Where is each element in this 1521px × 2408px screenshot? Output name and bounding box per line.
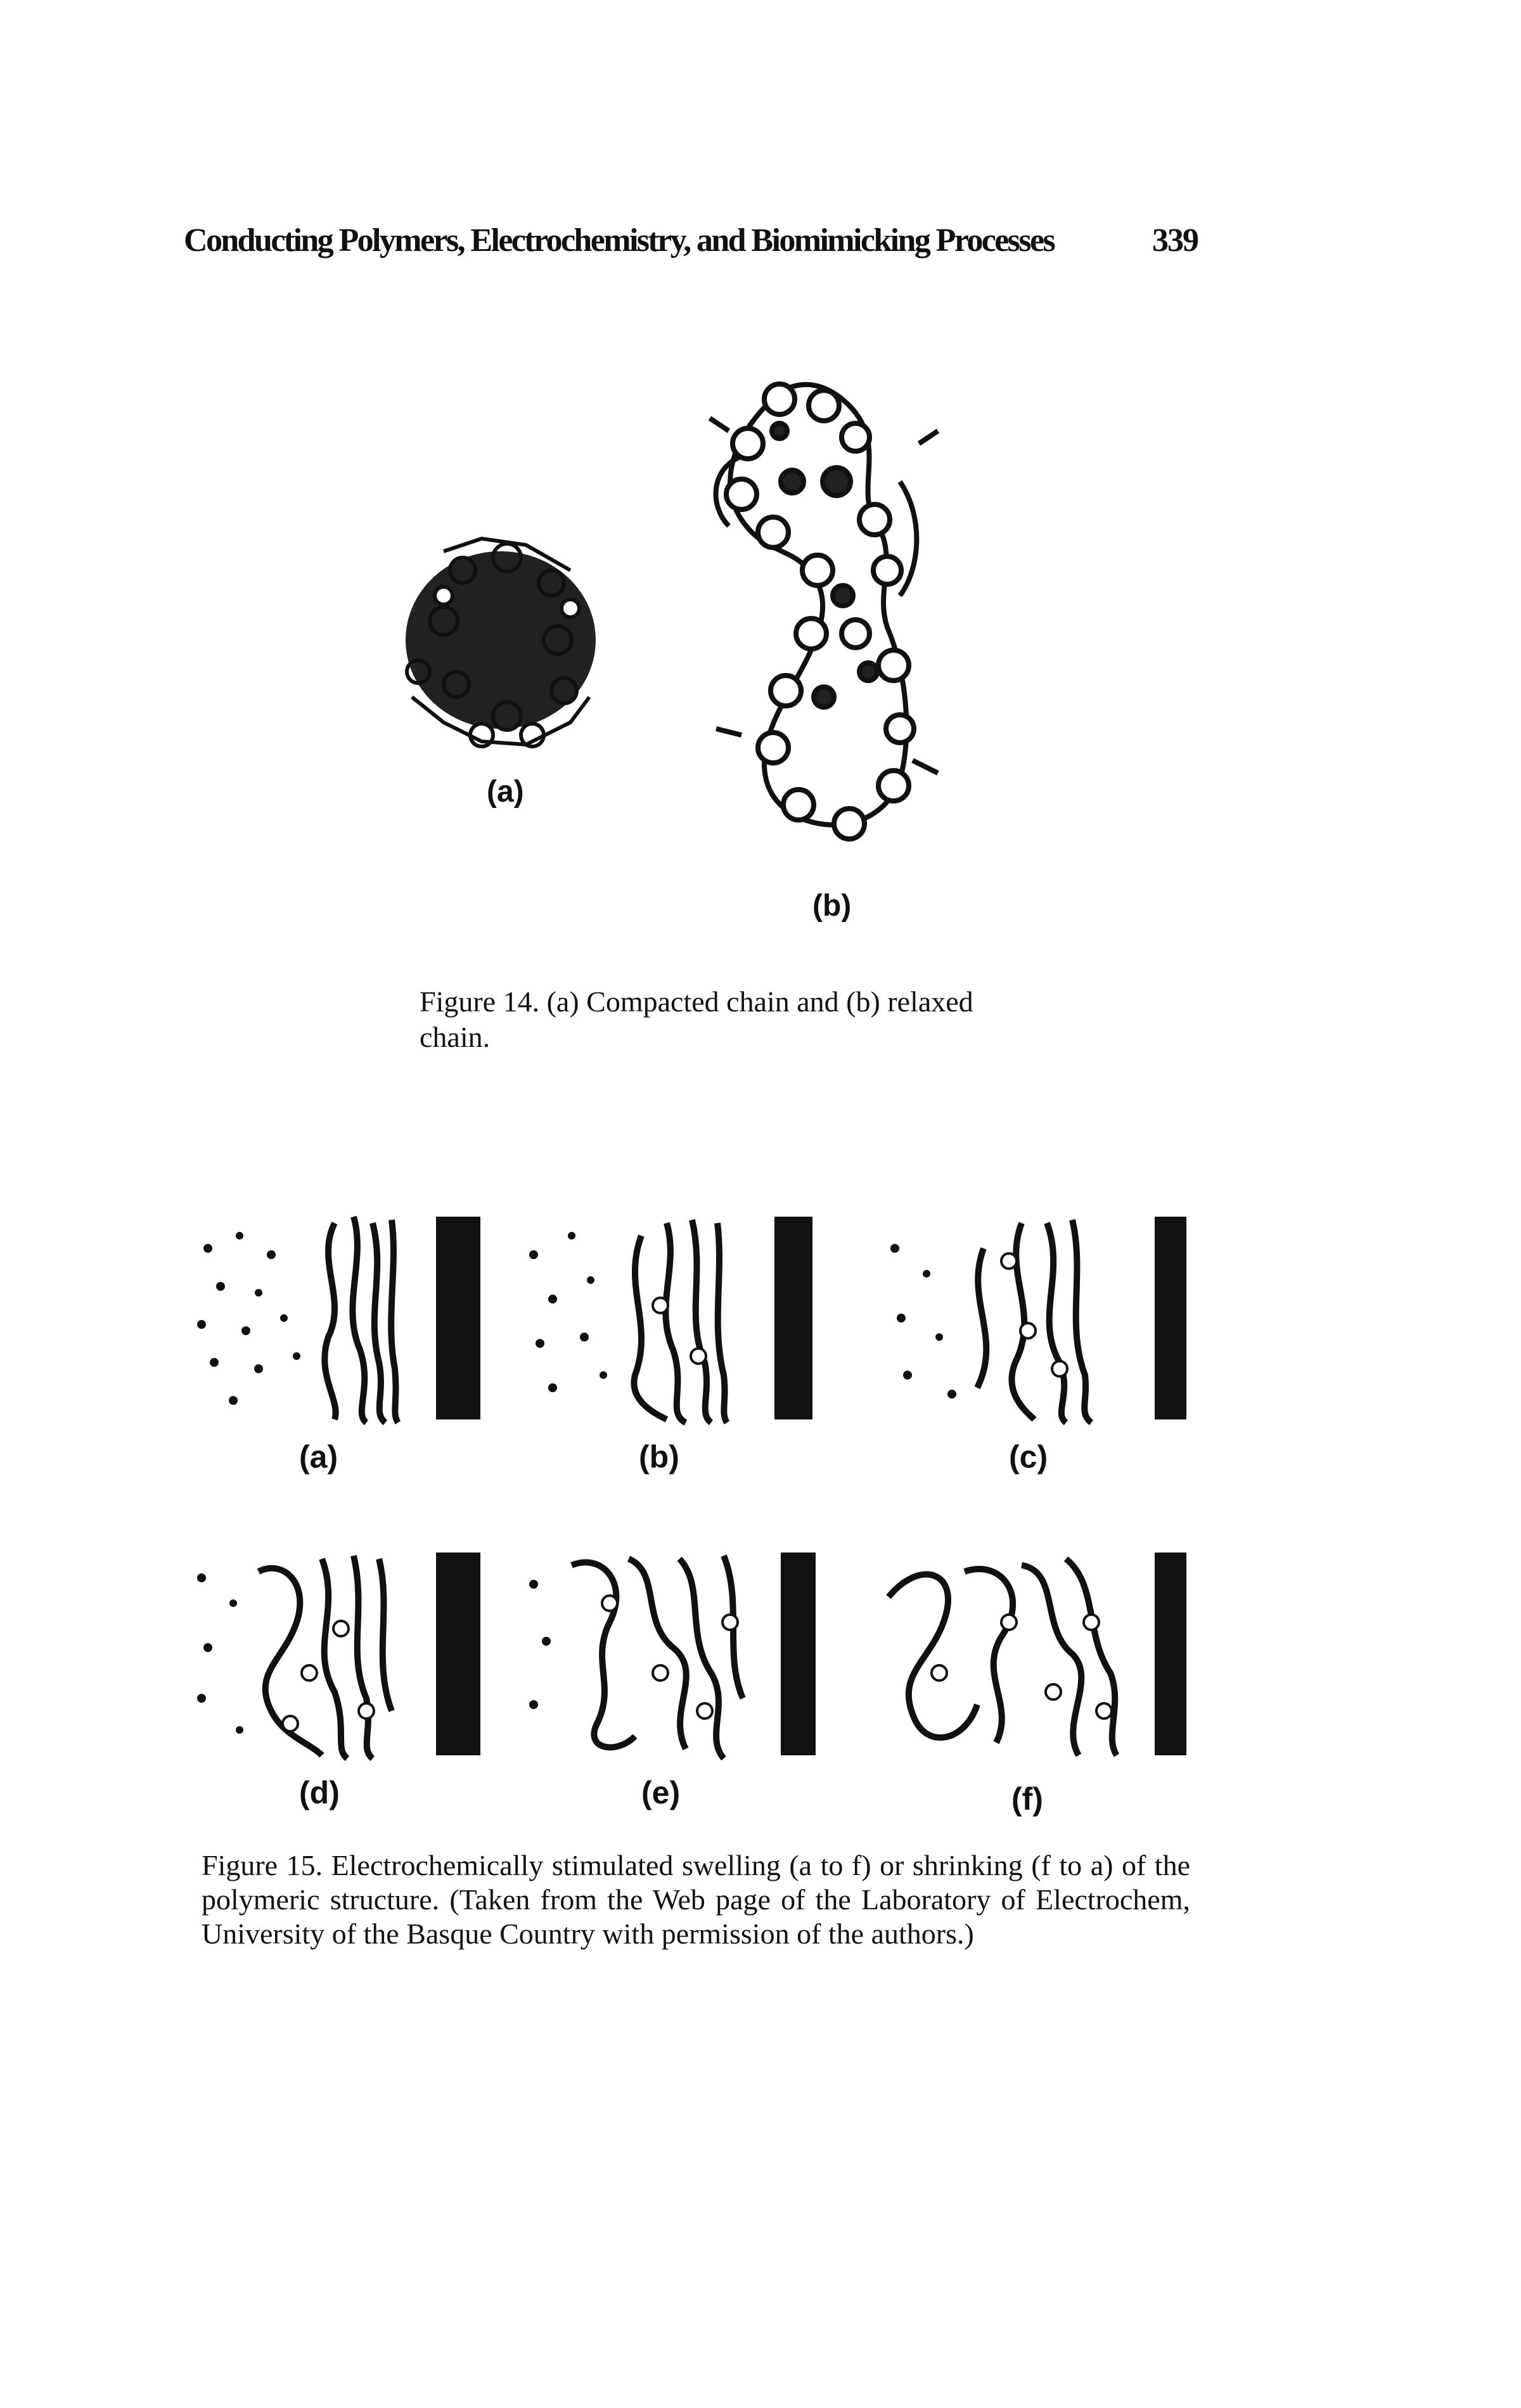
running-title: Conducting Polymers, Electrochemistry, a…: [184, 222, 1056, 259]
figure-15-panel-b: [515, 1210, 825, 1426]
figure-15-caption: Figure 15. Electrochemically stimulated …: [202, 1849, 1190, 1950]
figure-15-panel-a: [183, 1210, 493, 1426]
figure-15-label-d: (d): [299, 1775, 340, 1810]
figure-15-label-b: (b): [639, 1439, 679, 1475]
figure-15-panel-f: [876, 1546, 1186, 1762]
figure-15-label-f: (f): [1011, 1781, 1043, 1817]
figure-14-illustration: [405, 381, 940, 842]
figure-14-label-a: (a): [487, 775, 524, 809]
figure-15-panel-d: [183, 1546, 493, 1762]
figure-14-label-b: (b): [812, 889, 852, 923]
figure-15-label-c: (c): [1009, 1439, 1048, 1475]
figure-15-panel-c: [876, 1210, 1186, 1426]
figure-15-label-e: (e): [641, 1775, 681, 1810]
figure-14-caption: Figure 14. (a) Compacted chain and (b) r…: [420, 985, 973, 1053]
figure-15-label-a: (a): [299, 1439, 338, 1475]
compacted-chain-image: [405, 536, 596, 748]
relaxed-chain-image: [708, 381, 940, 842]
figure-15-panel-e: [515, 1546, 825, 1762]
page-number: 339: [1152, 222, 1199, 259]
